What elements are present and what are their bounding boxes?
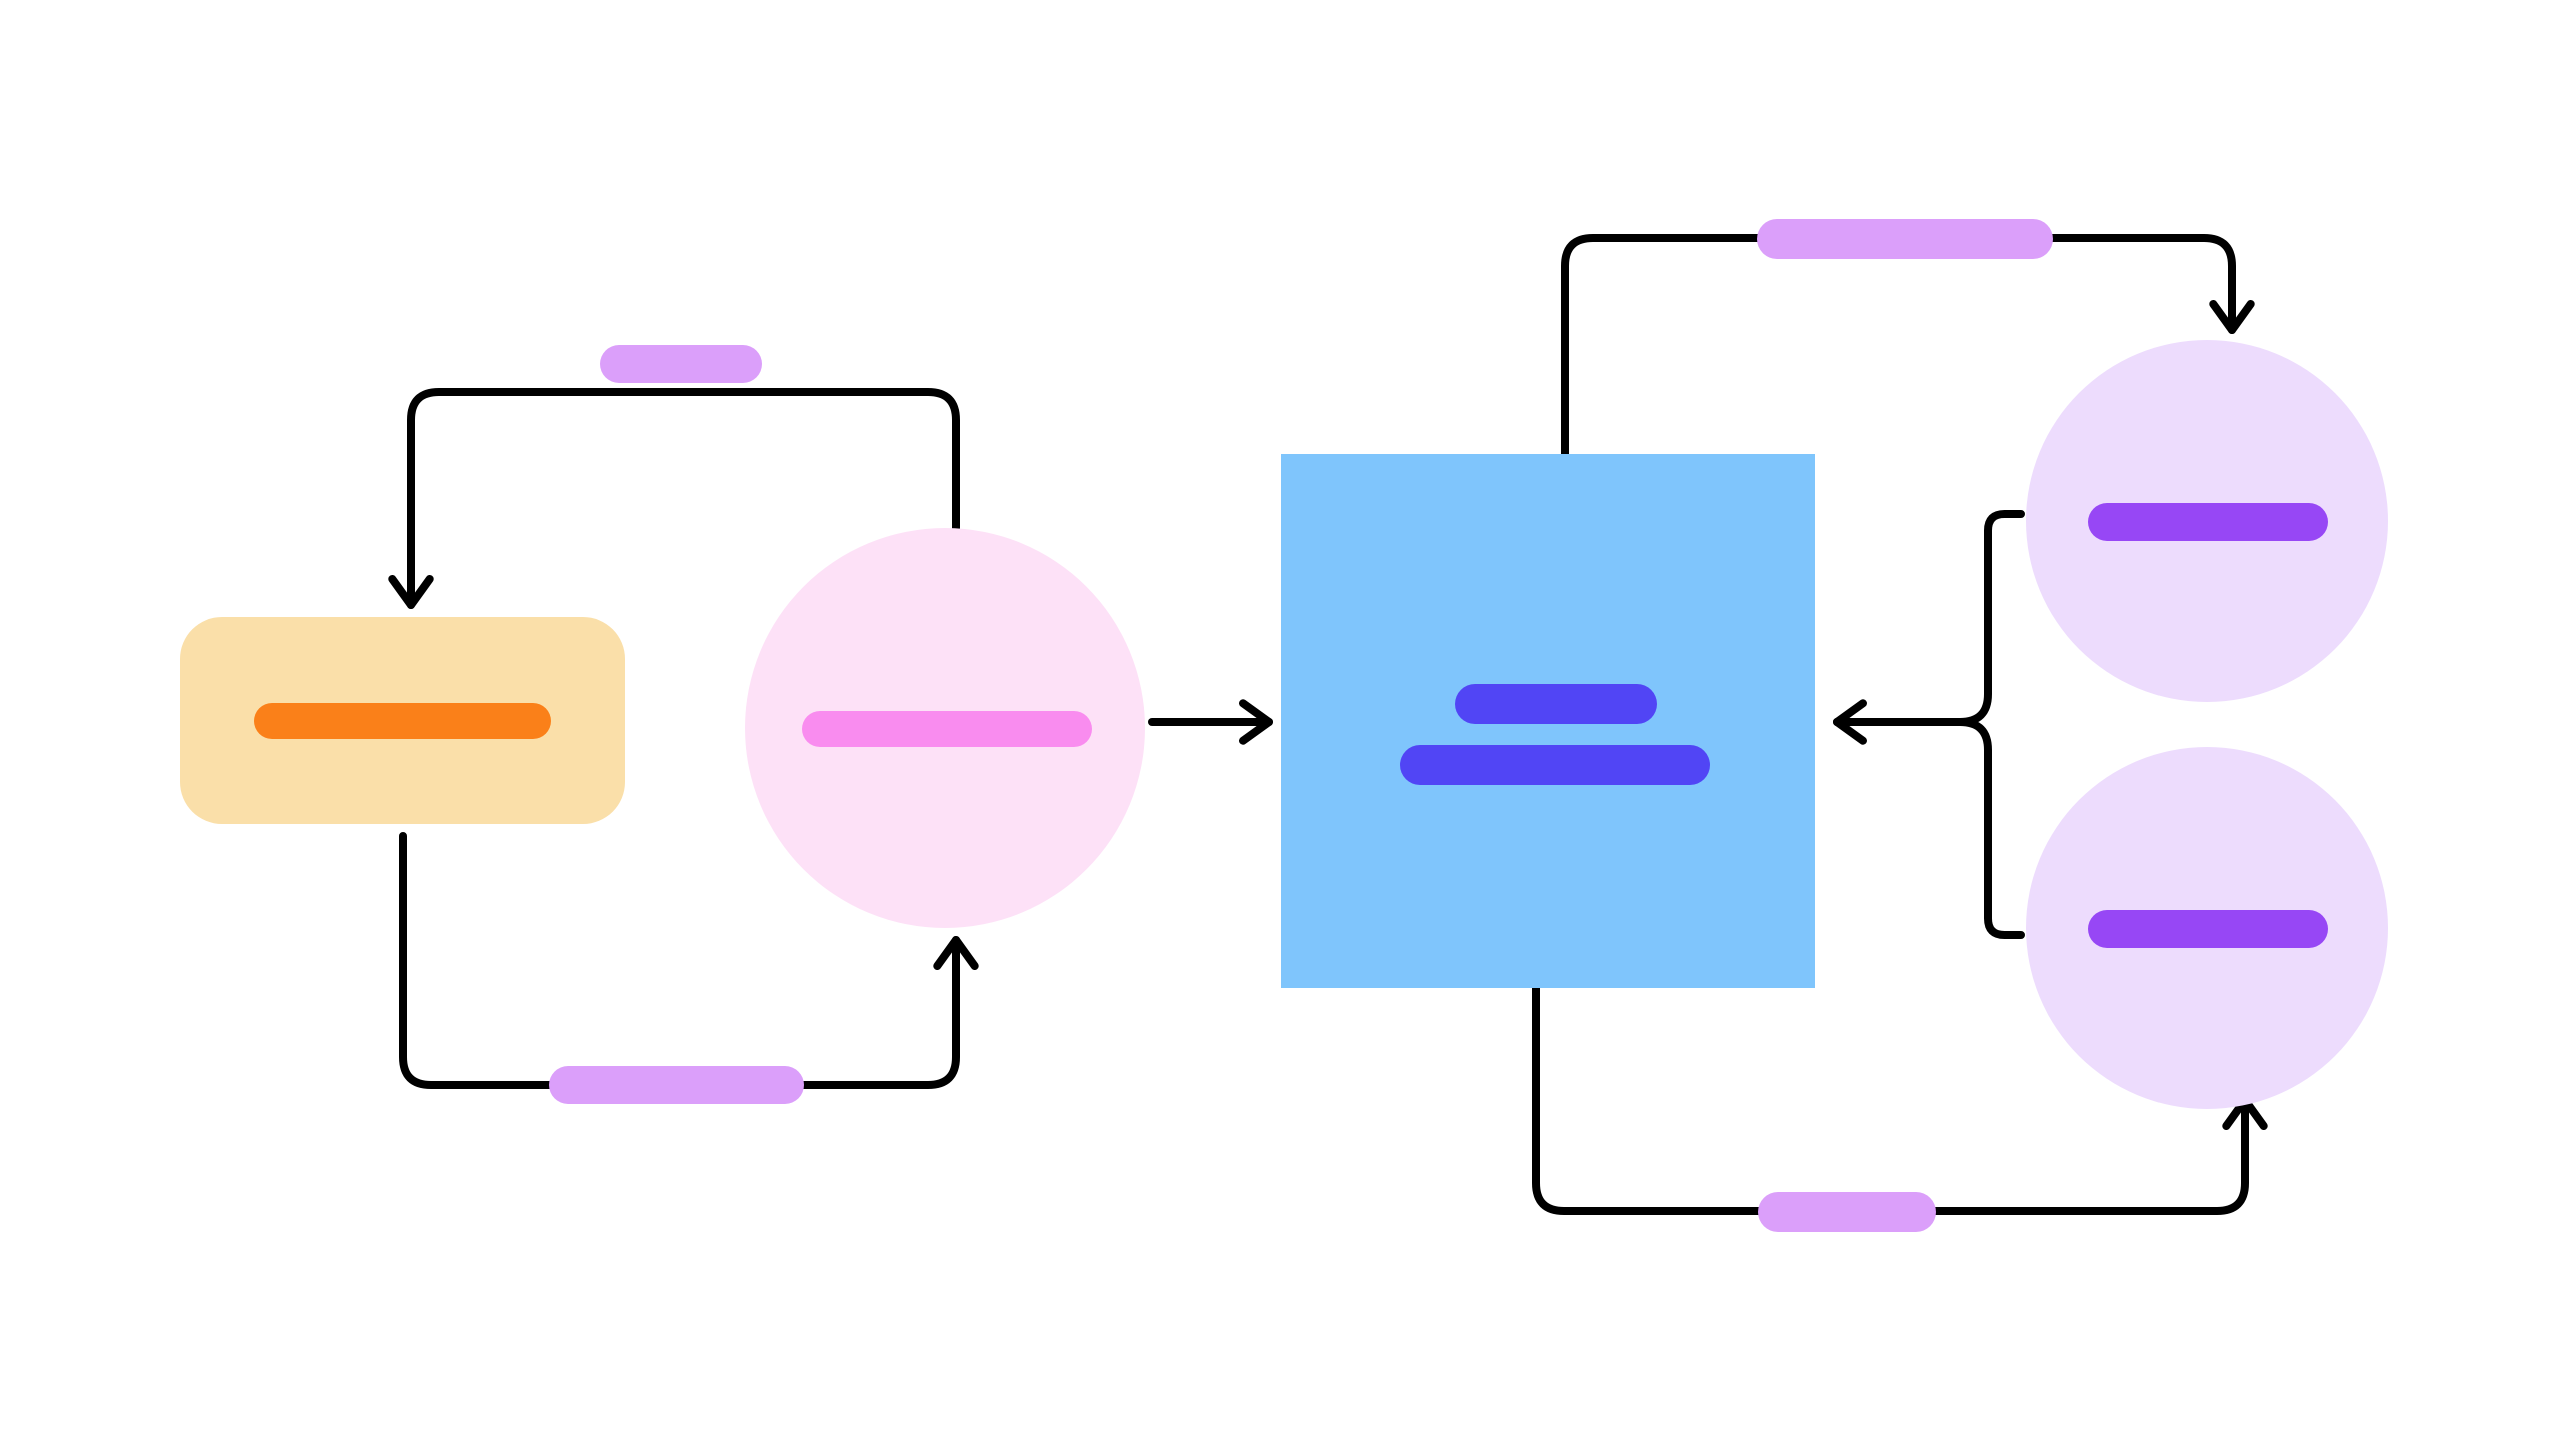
edge-orange-rect-to-pink-circle-bottom-arrowhead-icon <box>933 936 979 970</box>
edge-blue-square-to-purple-circle-top-arrowhead-icon <box>2209 300 2255 334</box>
edge-label-pill-bottom-right[interactable] <box>1758 1192 1936 1232</box>
edge-blue-square-to-purple-circle-top-arrowhead-icon-stroke <box>2209 300 2255 334</box>
edge-orange-rect-to-pink-circle-bottom-arrowhead-icon-stroke <box>933 936 979 970</box>
edge-pink-circle-to-blue-square[interactable] <box>1148 699 1273 745</box>
purple-circle-node-top[interactable] <box>2026 340 2388 702</box>
edge-pink-circle-to-blue-square-arrowhead-icon <box>1239 699 1273 745</box>
purple-circle-node-bottom-label-bar-1 <box>2088 910 2328 948</box>
edge-pink-circle-to-blue-square-arrowhead-icon-stroke <box>1239 699 1273 745</box>
edge-pink-circle-to-orange-rect-top-arrowhead-icon <box>388 575 434 609</box>
pink-circle-node-label-bar-1 <box>802 711 1092 747</box>
edge-label-pill-bottom-left[interactable] <box>549 1066 804 1104</box>
nodes-layer <box>180 340 2388 1109</box>
orange-rounded-rect-node[interactable] <box>180 617 625 824</box>
edge-purple-circle-bottom-to-blue-square[interactable] <box>1833 718 2025 939</box>
edge-label-pill-top-right[interactable] <box>1757 219 2053 259</box>
edge-purple-circle-bottom-to-blue-square-line[interactable] <box>1833 718 2025 939</box>
blue-square-node[interactable] <box>1281 454 1815 988</box>
purple-circle-node-bottom[interactable] <box>2026 747 2388 1109</box>
blue-square-node-label-bar-2 <box>1400 745 1710 785</box>
edge-pink-circle-to-orange-rect-top[interactable] <box>388 388 960 609</box>
edge-labels-layer <box>549 219 2053 1232</box>
edge-pink-circle-to-orange-rect-top-line[interactable] <box>407 388 960 609</box>
pink-circle-node[interactable] <box>745 528 1145 928</box>
orange-rounded-rect-node-label-bar-1 <box>254 703 551 739</box>
edge-pink-circle-to-orange-rect-top-arrowhead-icon-stroke <box>388 575 434 609</box>
blue-square-node-label-bar-1 <box>1455 684 1657 724</box>
purple-circle-node-top-label-bar-1 <box>2088 503 2328 541</box>
edge-label-pill-top-left[interactable] <box>600 345 762 383</box>
